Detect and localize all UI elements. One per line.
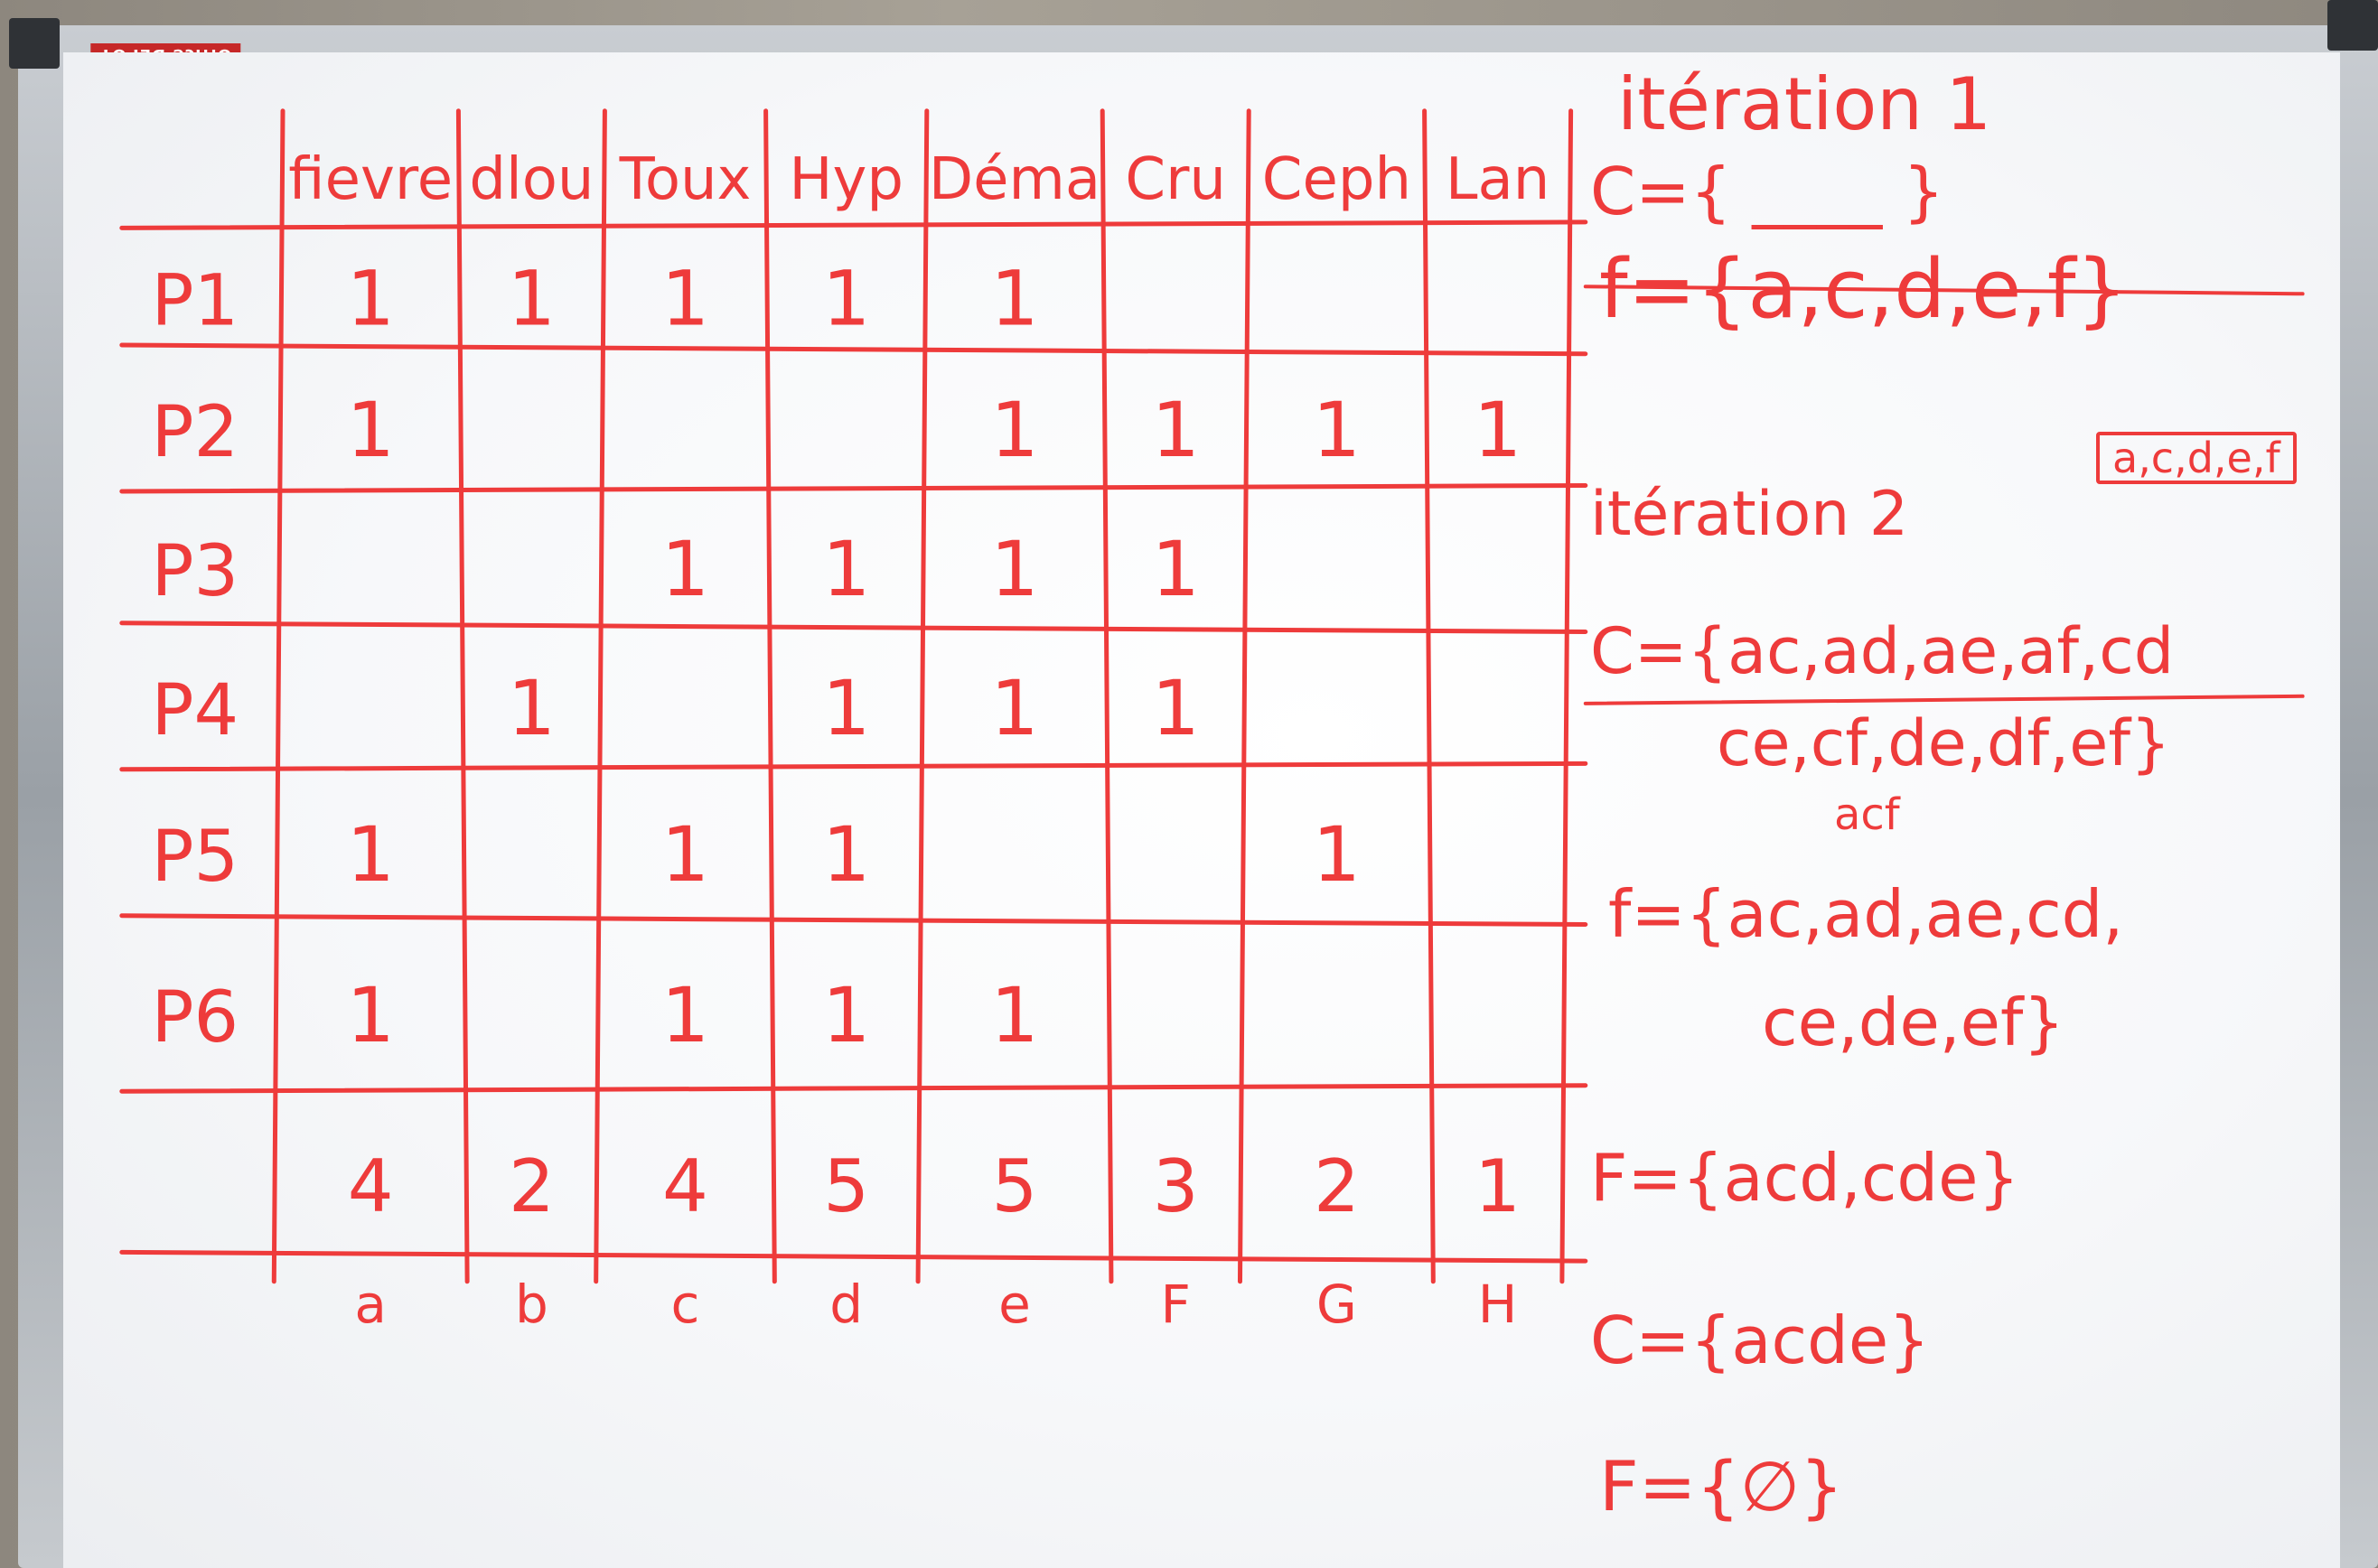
table-horizontal-line — [119, 483, 1588, 494]
column-total: 4 — [662, 1144, 708, 1228]
column-total: 2 — [509, 1144, 555, 1228]
column-letter: b — [515, 1274, 548, 1335]
table-horizontal-line — [119, 1083, 1588, 1094]
table-cell: 1 — [661, 254, 709, 342]
column-total: 5 — [992, 1144, 1038, 1228]
row-label: P5 — [151, 817, 239, 898]
frame-corner — [9, 18, 60, 69]
table-cell: 1 — [1474, 386, 1521, 474]
column-letter: c — [671, 1274, 700, 1335]
table-cell: 1 — [346, 810, 394, 899]
iteration-5-frequent: F={∅} — [1599, 1446, 1844, 1526]
column-header: Toux — [619, 146, 752, 213]
column-header: fievre — [288, 146, 453, 213]
table-cell: 1 — [1151, 386, 1199, 474]
table-cell: 1 — [661, 810, 709, 899]
table-vertical-line — [1100, 108, 1114, 1284]
table-vertical-line — [1422, 108, 1436, 1284]
table-cell: 1 — [822, 664, 870, 752]
table-cell: 1 — [1151, 664, 1199, 752]
column-total: 3 — [1153, 1144, 1199, 1228]
iteration-1-candidates: C={ ____ } — [1590, 154, 1944, 229]
iteration-1-frequent: f={a,c,d,e,f} — [1599, 242, 2128, 337]
column-header: Cru — [1125, 146, 1226, 213]
table-vertical-line — [915, 108, 930, 1284]
table-cell: 1 — [990, 664, 1038, 752]
table-cell: 1 — [822, 525, 870, 613]
table-vertical-line — [271, 108, 286, 1284]
table-vertical-line — [1237, 108, 1251, 1284]
column-total: 5 — [823, 1144, 869, 1228]
table-cell: 1 — [990, 386, 1038, 474]
row-label: P1 — [151, 260, 239, 341]
column-total: 2 — [1314, 1144, 1360, 1228]
table-cell: 1 — [661, 971, 709, 1059]
table-vertical-line — [763, 108, 777, 1284]
table-vertical-line — [455, 108, 470, 1284]
table-cell: 1 — [990, 971, 1038, 1059]
iteration-2-candidates-line-1: C={ac,ad,ae,af,cd — [1590, 614, 2175, 688]
column-letter: d — [829, 1274, 863, 1335]
table-vertical-line — [1559, 108, 1574, 1284]
table-horizontal-line — [119, 761, 1588, 772]
column-letter: H — [1478, 1274, 1518, 1335]
table-horizontal-line — [119, 621, 1588, 635]
table-cell: 1 — [1313, 386, 1361, 474]
table-cell: 1 — [508, 254, 556, 342]
frame-corner — [2327, 0, 2378, 51]
table-cell: 1 — [508, 664, 556, 752]
table-vertical-line — [594, 108, 607, 1284]
iteration-1-title: itération 1 — [1617, 62, 1992, 146]
iteration-2-box: a,c,d,e,f — [2096, 432, 2297, 484]
table-cell: 1 — [346, 386, 394, 474]
table-cell: 1 — [346, 971, 394, 1059]
notes-divider — [1583, 285, 2305, 296]
column-header: Déma — [929, 146, 1100, 213]
table-cell: 1 — [1313, 810, 1361, 899]
column-total: 1 — [1475, 1144, 1521, 1228]
column-letter: a — [354, 1274, 387, 1335]
notes-divider — [1583, 694, 2305, 705]
row-label: P2 — [151, 392, 239, 473]
table-cell: 1 — [822, 971, 870, 1059]
table-cell: 1 — [1151, 525, 1199, 613]
row-label: P4 — [151, 670, 239, 751]
table-cell: 1 — [990, 525, 1038, 613]
iteration-2-title: itération 2 — [1590, 479, 1909, 550]
column-letter: F — [1161, 1274, 1191, 1335]
column-total: 4 — [348, 1144, 394, 1228]
table-horizontal-line — [119, 913, 1588, 928]
table-cell: 1 — [661, 525, 709, 613]
table-horizontal-line — [119, 1249, 1588, 1264]
row-label: P3 — [151, 531, 239, 612]
iteration-2-frequent-line-2: ce,de,ef} — [1762, 985, 2065, 1060]
column-header: Ceph — [1262, 146, 1411, 213]
iteration-2-candidates-line-2: ce,cf,de,df,ef} — [1717, 706, 2171, 780]
column-header: dlou — [469, 146, 594, 213]
row-label: P6 — [151, 977, 239, 1059]
column-letter: e — [998, 1274, 1031, 1335]
table-cell: 1 — [990, 254, 1038, 342]
table-horizontal-line — [119, 219, 1588, 230]
iteration-2-note: acf — [1834, 789, 1900, 840]
table-horizontal-line — [119, 342, 1588, 357]
table-cell: 1 — [822, 810, 870, 899]
column-letter: G — [1316, 1274, 1357, 1335]
iteration-2-frequent-line-1: f={ac,ad,ae,cd, — [1608, 876, 2124, 952]
iteration-4-candidates: C={acde} — [1590, 1302, 1930, 1378]
table-cell: 1 — [346, 254, 394, 342]
column-header: Lan — [1446, 146, 1549, 213]
iteration-3-frequent: F={acd,cde} — [1590, 1140, 2020, 1216]
column-header: Hyp — [789, 146, 903, 213]
table-cell: 1 — [822, 254, 870, 342]
